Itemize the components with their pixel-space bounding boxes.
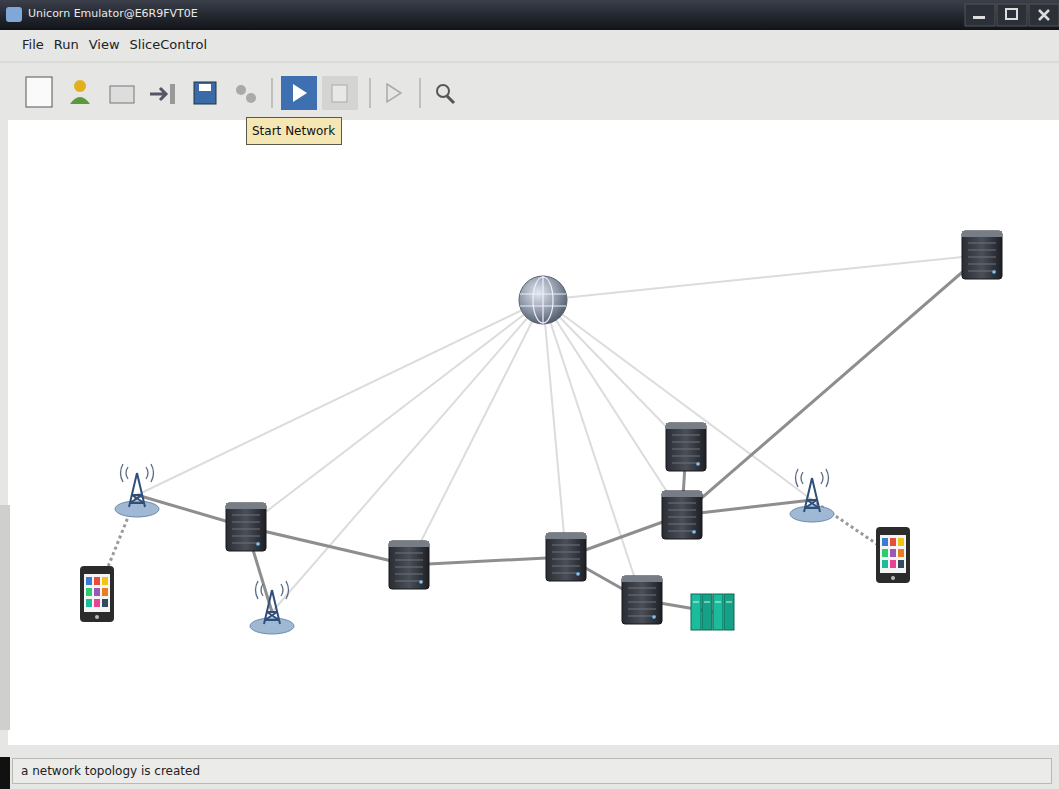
menu-item: View [89,37,120,52]
window-title: Unicorn Emulator@E6R9FVT0E [28,7,198,20]
server-icon [962,231,1002,279]
virtual-link [272,300,543,612]
scroll-mark [0,505,10,730]
virtual-link [543,300,642,600]
status-edge [0,757,10,789]
virtual-link [543,300,686,447]
status-area [0,745,1059,789]
toolbar-icons [26,76,454,110]
virtual-link [543,255,982,300]
virtual-link [137,300,543,495]
node-text: Start Network [252,124,336,138]
physical-link [682,255,982,515]
virtual-link [543,300,682,515]
server-icon [389,541,429,589]
physical-link [246,527,409,565]
menu-toolbar-area [0,30,1059,120]
server-icon [622,576,662,624]
separator [0,62,1059,63]
base-station [115,464,159,517]
network-topology [80,231,1002,634]
menu-item: File [22,37,44,52]
server-icon [226,503,266,551]
app-icon [6,7,22,22]
window-controls [965,4,1059,26]
virtual-link [543,300,812,500]
menu-item: Run [54,37,79,52]
data-center [691,594,734,630]
base-station [250,581,294,634]
mobile-phone [876,527,910,583]
server-icon [546,533,586,581]
base-station [790,469,834,522]
tooltip: Start Network [246,117,342,145]
status-bar: a network topology is created [12,758,1052,784]
virtual-link [246,300,543,527]
server-icon [662,491,702,539]
mobile-phone [80,566,114,622]
node-text: a network topology is created [21,764,1043,778]
physical-link [409,557,566,565]
menu-item: SliceControl [130,37,208,52]
internet-globe [519,276,567,324]
virtual-link [543,300,566,557]
title-bar [0,0,1059,30]
virtual-link [409,300,543,565]
server-icon [666,423,706,471]
